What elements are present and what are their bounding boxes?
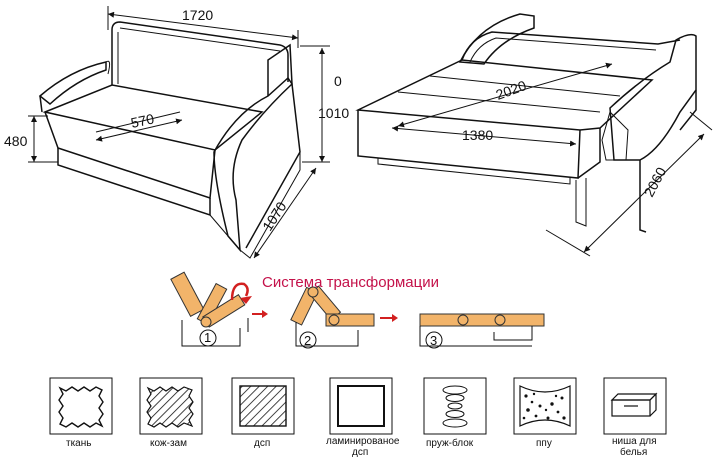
legend-frame-laminated-chipboard [329, 377, 393, 435]
dim-bed-total-length: 2060 [641, 164, 670, 199]
legend-label-spring-block: пруж-блок [426, 437, 474, 449]
legend-linen-drawer [603, 377, 667, 435]
legend-fabric [49, 377, 113, 435]
transformation-title: Система трансформации [262, 274, 439, 291]
dim-sofa-height: 1010 [318, 105, 349, 121]
dim-zero-mark: 0 [334, 73, 342, 89]
legend-frame-chipboard [231, 377, 295, 435]
legend-label-linen-drawer: ниша для белья [612, 436, 659, 458]
legend-chipboard [231, 377, 295, 435]
sofa-bed-drawing [355, 13, 713, 257]
transformation-step-2 [290, 285, 375, 349]
transformation-step-1 [170, 271, 252, 347]
step-arrow-1-head [262, 310, 268, 318]
legend-label-fabric: ткань [66, 438, 91, 449]
legend-label-chipboard: дсп [254, 438, 270, 449]
dim-sofa-depth: 1070 [259, 199, 289, 234]
legend-frame-linen-drawer [603, 377, 667, 435]
legend-label-foam: ппу [536, 438, 552, 449]
dim-bed-width: 1380 [462, 127, 493, 143]
dim-bed-length: 2020 [494, 77, 529, 103]
legend-label-leatherette: кож-зам [150, 438, 187, 449]
legend-frame-leatherette [139, 377, 203, 435]
step-number-3: 3 [430, 333, 437, 348]
leatherette-icon [146, 386, 194, 428]
fabric-icon [58, 386, 104, 428]
step-arrow-2-head [392, 314, 398, 322]
spring-block-icon [442, 385, 468, 428]
legend-foam [513, 377, 577, 435]
legend-frame-spring-block [423, 377, 487, 435]
step-number-2: 2 [304, 333, 311, 348]
transformation-step-3 [419, 313, 545, 349]
legend-label-laminated-chipboard: ламинированое дсп [326, 436, 402, 458]
legend-spring-block [423, 377, 487, 435]
linen-drawer-icon [610, 392, 658, 417]
dim-seat-height: 480 [4, 133, 28, 149]
legend-leatherette [139, 377, 203, 435]
chipboard-icon [239, 385, 287, 427]
dim-sofa-width: 1720 [182, 7, 213, 23]
legend-frame-fabric [49, 377, 113, 435]
legend-laminated-chipboard [329, 377, 393, 435]
foam-icon [519, 385, 571, 427]
laminated-chipboard-icon [337, 385, 385, 427]
sofa-folded-drawing [28, 6, 330, 259]
step-number-1: 1 [204, 330, 211, 345]
dim-seat-depth: 570 [129, 110, 155, 131]
legend-frame-foam [513, 377, 577, 435]
